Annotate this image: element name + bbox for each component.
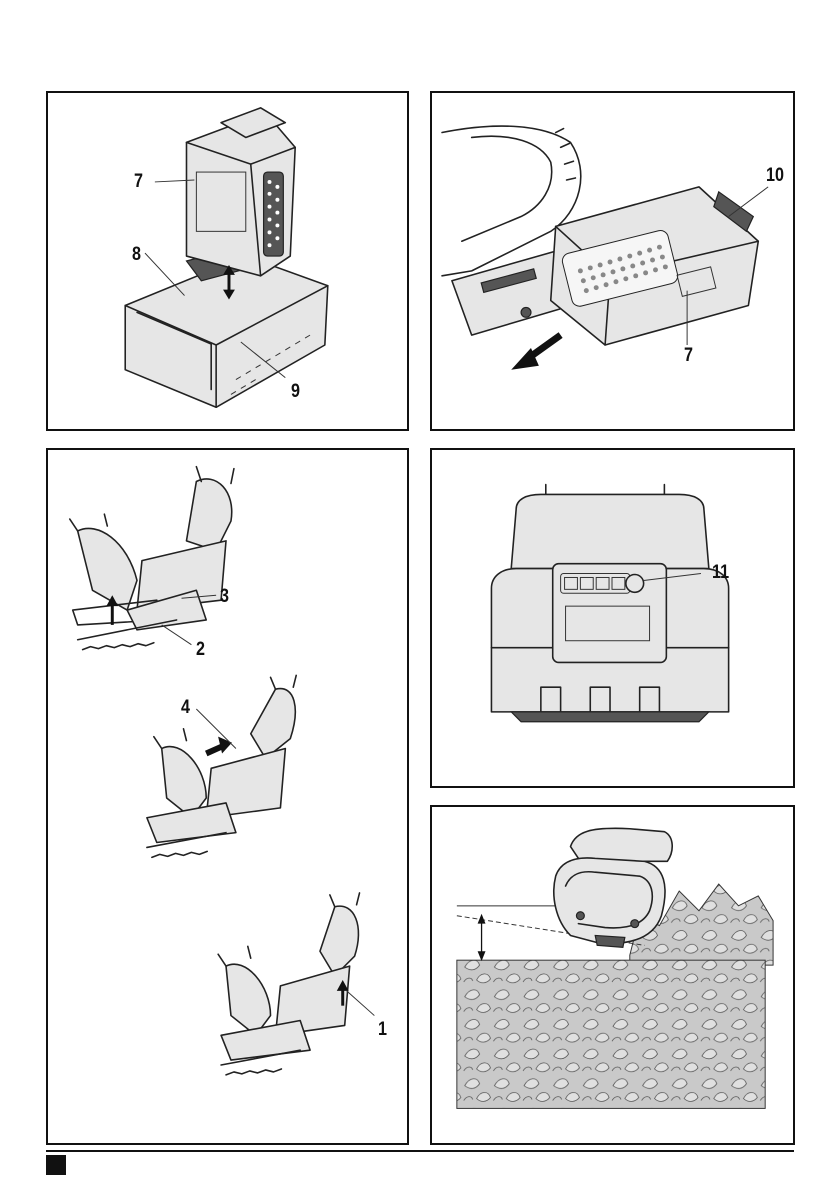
figure-d-battery-gauge: 11 <box>430 448 795 788</box>
figure-c-trimmer-operation: 3 2 4 1 <box>46 448 409 1145</box>
figure-a-battery-charger: 7 8 9 <box>46 91 409 431</box>
callout-7: 7 <box>134 172 143 191</box>
footer-rule <box>46 1150 794 1152</box>
battery-on-charger-illustration <box>48 93 407 429</box>
callout-10: 10 <box>766 166 784 185</box>
page-marker-block <box>46 1155 66 1175</box>
hedge-trimmer-hands-illustration <box>48 450 407 1143</box>
callout-2: 2 <box>196 640 205 659</box>
figure-b-battery-removal: 10 7 <box>430 91 795 431</box>
callout-7: 7 <box>684 346 693 365</box>
battery-gauge-illustration <box>432 450 793 786</box>
callout-1: 1 <box>378 1020 387 1039</box>
callout-11: 11 <box>712 563 729 582</box>
callout-9: 9 <box>291 382 300 401</box>
battery-removal-illustration <box>432 93 793 429</box>
callout-8: 8 <box>132 245 141 264</box>
callout-4: 4 <box>181 698 190 717</box>
callout-3: 3 <box>220 587 229 606</box>
hedge-trimming-level-illustration <box>432 807 793 1143</box>
figure-e-hedge-trimming <box>430 805 795 1145</box>
